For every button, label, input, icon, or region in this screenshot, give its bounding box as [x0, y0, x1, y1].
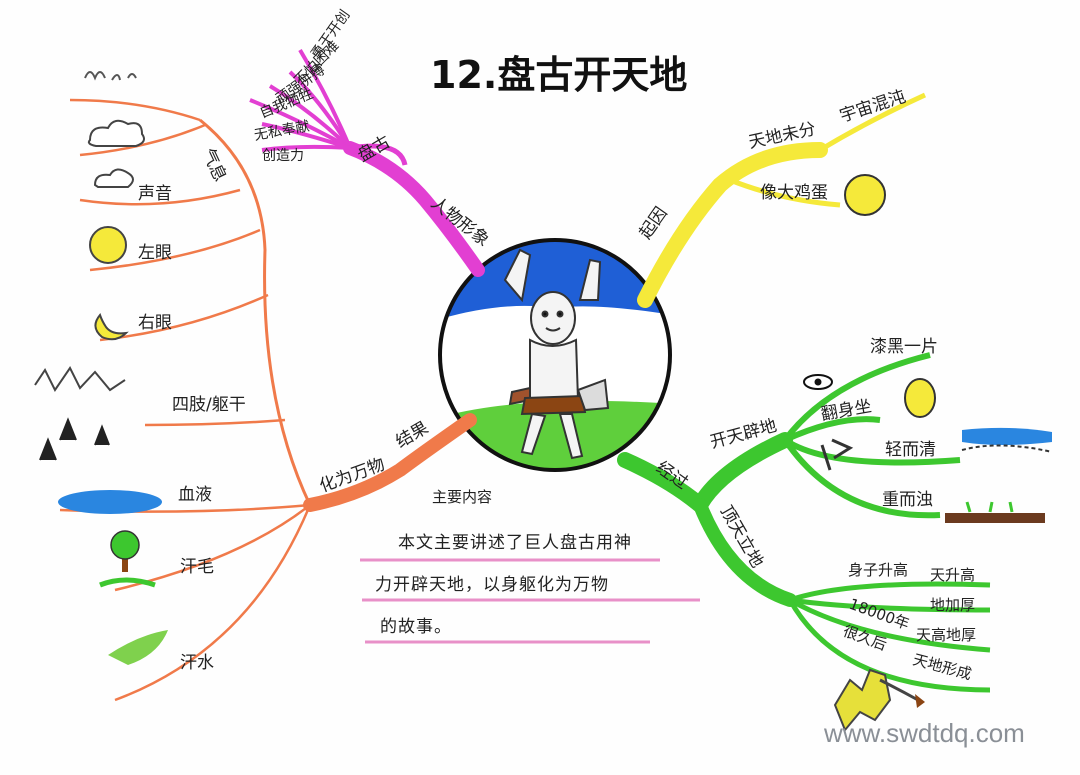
result-item-right-eye: 右眼 [138, 313, 172, 333]
summary-line-2: 力开辟天地，以身躯化为万物 [375, 575, 609, 595]
result-item-breath: 气息 [197, 146, 229, 185]
result-item-blood: 血液 [178, 485, 212, 505]
result-item-limbs: 四肢/躯干 [172, 395, 246, 415]
kaitian-item-4: 重而浊 [882, 490, 933, 510]
moon-icon [94, 312, 129, 341]
tree-icon [110, 530, 140, 560]
dingtian-item-2: 天升高 [930, 566, 975, 584]
branch-character-image: 人物形象 盘古 勇于开创 不怕困难 顽强拼搏 自我牺牲 无私奉献 创造力 [249, 7, 493, 277]
kaitian-item-1: 漆黑一片 [870, 337, 938, 357]
axe-icon [820, 438, 854, 471]
kaitian-item-3: 轻而清 [885, 440, 936, 460]
branch-cause: 起因 天地未分 宇宙混沌 像大鸡蛋 [636, 87, 927, 308]
sun-icon [89, 226, 127, 264]
result-item-sweat: 汗水 [180, 653, 214, 673]
sky-cloud-icon [962, 427, 1052, 445]
summary-block: 主要内容 本文主要讲述了巨人盘古用神 力开辟天地，以身躯化为万物 的故事。 [360, 488, 700, 644]
summary-line-1: 本文主要讲述了巨人盘古用神 [398, 533, 632, 553]
trait-5: 无私奉献 [253, 118, 311, 143]
thunder-cloud-icon [93, 168, 134, 188]
dingtian-item-5: 很久后 [841, 622, 889, 654]
egg-sun-icon [844, 174, 886, 216]
cloud-icon [87, 119, 145, 147]
pangu-figure [503, 248, 610, 460]
page-title: 12.盘古开天地 [430, 53, 687, 97]
result-item-voice: 声音 [138, 184, 172, 204]
dingtian-item-4: 地加厚 [930, 596, 975, 614]
label-cause: 起因 [636, 204, 672, 243]
tree-trunk-icon [122, 552, 128, 572]
egg-icon [904, 378, 936, 418]
dingtian-item-6: 天高地厚 [916, 626, 976, 644]
summary-line-3: 的故事。 [380, 617, 452, 637]
label-main-content: 主要内容 [432, 488, 492, 506]
cause-item-3: 像大鸡蛋 [760, 183, 828, 203]
dingtian-item-1: 身子升高 [848, 561, 908, 579]
branch-process: 经过 开天辟地 漆黑一片 翻身坐 轻而清 重而浊 顶天立地 身子升高 天升高 1… [617, 337, 1053, 732]
breath-wind-icon [84, 71, 137, 81]
earth-icon [945, 513, 1045, 523]
mountains-icon [34, 366, 126, 392]
result-item-hair: 汗毛 [180, 557, 214, 577]
branch-result: 结果 化为万物 气息 声音 左眼 右眼 四肢/躯干 血液 汗毛 汗水 [34, 71, 477, 702]
result-item-left-eye: 左眼 [138, 243, 172, 263]
trait-6: 创造力 [262, 148, 304, 164]
dingtian-item-7: 天地形成 [911, 650, 974, 683]
watermark: www.swdtdq.com [823, 718, 1025, 748]
river-icon [58, 490, 162, 514]
leaf-drop-icon [108, 630, 168, 665]
pangu-small-icon [833, 668, 892, 732]
